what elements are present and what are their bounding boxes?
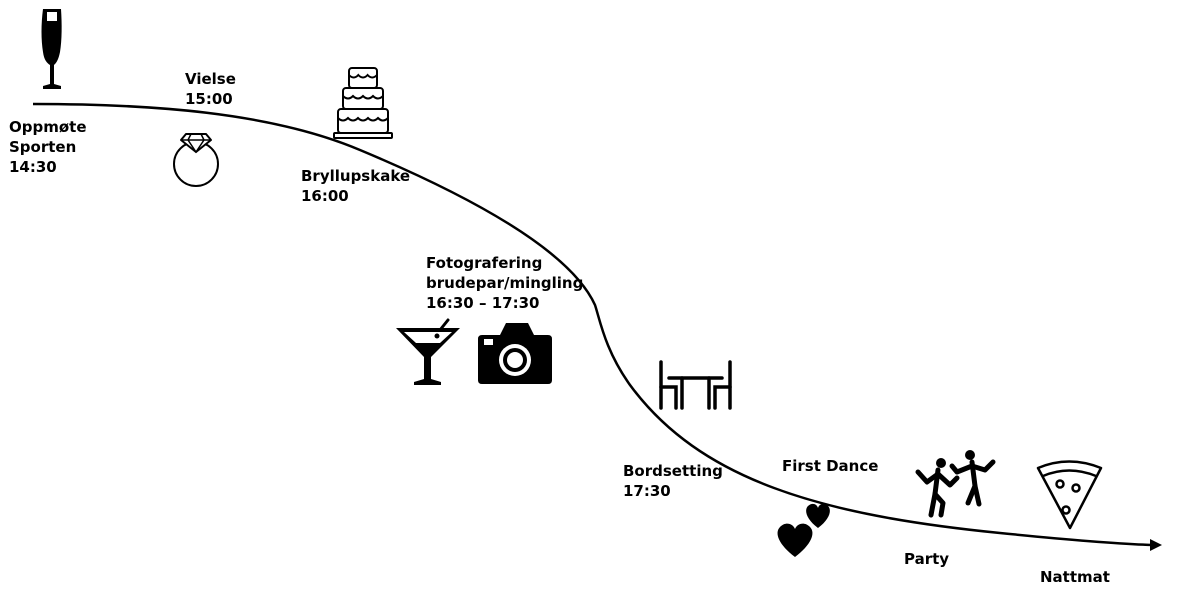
champagne-glass-icon — [41, 9, 62, 89]
label-bordsetting-line1: Bordsetting — [623, 462, 723, 480]
label-vielse: Vielse 15:00 — [185, 69, 236, 109]
label-party-line1: Party — [904, 550, 950, 568]
label-vielse-line1: Vielse — [185, 70, 236, 88]
label-fotografering-line3: 16:30 – 17:30 — [426, 294, 540, 312]
label-oppmote-line1: Oppmøte — [9, 118, 87, 136]
label-oppmote-line3: 14:30 — [9, 158, 57, 176]
label-fotografering: Fotografering brudepar/mingling 16:30 – … — [426, 253, 583, 313]
label-fotografering-line1: Fotografering — [426, 254, 543, 272]
label-bryllupskake: Bryllupskake 16:00 — [301, 166, 410, 206]
camera-icon — [478, 323, 552, 384]
cocktail-glass-icon — [396, 318, 460, 385]
two-hearts-icon — [777, 503, 830, 557]
timeline-arrowhead — [1150, 539, 1162, 551]
label-vielse-line2: 15:00 — [185, 90, 233, 108]
pizza-slice-icon — [1036, 460, 1103, 530]
table-chairs-icon — [659, 360, 732, 410]
label-bordsetting: Bordsetting 17:30 — [623, 461, 723, 501]
diamond-ring-icon — [173, 133, 219, 187]
dancing-people-icon — [915, 450, 996, 518]
label-party: Party — [904, 549, 949, 569]
label-oppmote-line2: Sporten — [9, 138, 77, 156]
label-fotografering-line2: brudepar/mingling — [426, 274, 584, 292]
label-nattmat: Nattmat — [1040, 567, 1110, 587]
label-first-dance: First Dance — [782, 456, 878, 476]
label-nattmat-line1: Nattmat — [1040, 568, 1110, 586]
timeline-curve — [32, 102, 1154, 547]
label-oppmote: Oppmøte Sporten 14:30 — [9, 117, 87, 177]
label-bordsetting-line2: 17:30 — [623, 482, 671, 500]
label-bryllupskake-line2: 16:00 — [301, 187, 349, 205]
wedding-cake-icon — [333, 67, 393, 139]
label-bryllupskake-line1: Bryllupskake — [301, 167, 411, 185]
label-first-dance-line1: First Dance — [782, 457, 879, 475]
